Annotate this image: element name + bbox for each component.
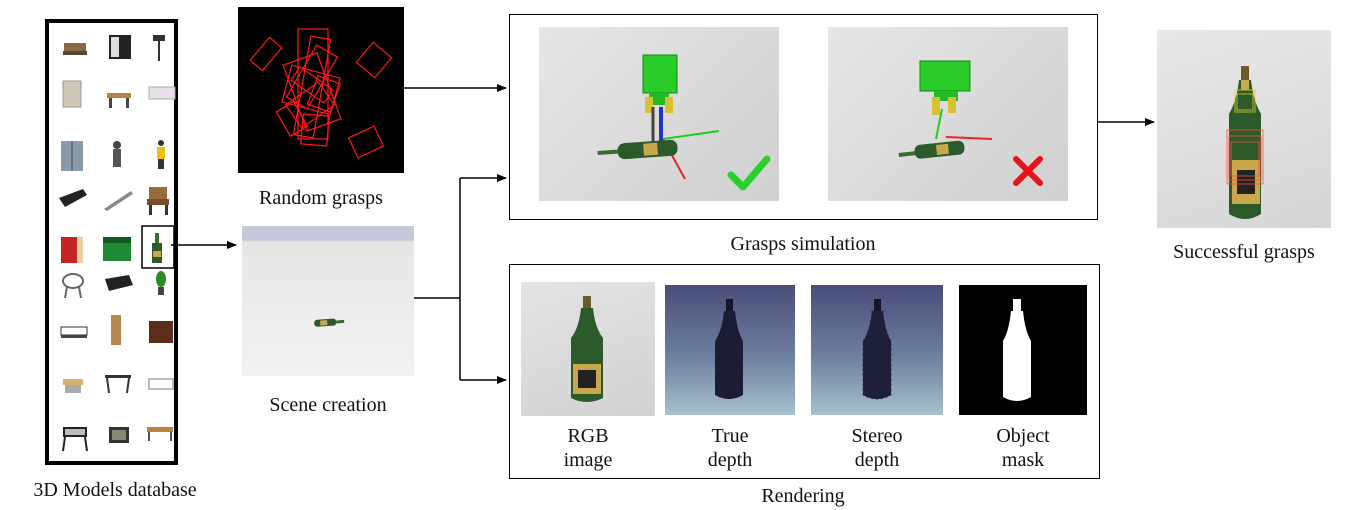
scene-bottle bbox=[314, 318, 345, 327]
rgb-image bbox=[521, 282, 655, 416]
object-mask-bottle bbox=[1003, 299, 1031, 401]
stereo-depth-caption-line2: depth bbox=[854, 449, 900, 471]
rgb-image-caption: RGB image bbox=[521, 424, 655, 472]
true-depth-image bbox=[665, 285, 795, 415]
grasps-simulation-panel bbox=[509, 14, 1098, 220]
model-speaker-thumb bbox=[105, 275, 133, 291]
random-grasp-boxes bbox=[249, 28, 393, 159]
model-bed-thumb bbox=[148, 86, 176, 100]
model-plant-thumb bbox=[156, 271, 166, 295]
object-mask-image bbox=[959, 285, 1087, 415]
model-frame-thumb bbox=[109, 427, 129, 443]
model-wardrobe-thumb bbox=[61, 141, 83, 171]
object-mask-caption-line2: mask bbox=[1001, 449, 1045, 471]
object-mask-caption: Object mask bbox=[959, 424, 1087, 472]
model-thumbnails bbox=[59, 35, 176, 452]
scene-creation-image bbox=[242, 226, 414, 376]
model-dresser-thumb bbox=[149, 321, 173, 343]
simulation-failure-image bbox=[828, 27, 1068, 201]
simulation-success-image bbox=[539, 27, 779, 201]
model-bench-thumb bbox=[60, 326, 88, 338]
model-lamp-thumb bbox=[153, 35, 165, 61]
stereo-depth-caption: Stereo depth bbox=[811, 424, 943, 472]
model-person-thumb bbox=[113, 141, 121, 167]
model-pillar-thumb bbox=[111, 315, 121, 345]
model-bottle-thumb bbox=[152, 233, 162, 263]
true-depth-bottle bbox=[715, 299, 743, 399]
rgb-bottle bbox=[571, 296, 603, 402]
cross-icon bbox=[1013, 156, 1043, 186]
true-depth-caption-line2: depth bbox=[707, 449, 753, 471]
random-grasps-caption: Random grasps bbox=[259, 187, 383, 209]
true-depth-caption: True depth bbox=[665, 424, 795, 472]
model-knife-thumb bbox=[104, 191, 133, 211]
model-low-table-thumb bbox=[147, 427, 173, 441]
successful-grasps-image bbox=[1157, 30, 1331, 228]
model-stool-thumb bbox=[63, 379, 83, 393]
model-tv-thumb bbox=[109, 35, 131, 59]
model-glass-table-thumb bbox=[148, 378, 174, 390]
random-grasps-image bbox=[238, 7, 404, 173]
model-cabinet-thumb bbox=[62, 80, 82, 108]
model-box-red-thumb bbox=[61, 237, 83, 263]
rgb-caption-line2: image bbox=[563, 449, 613, 471]
scene-creation-caption: Scene creation bbox=[269, 394, 387, 416]
model-chair-thumb bbox=[147, 187, 169, 215]
stereo-depth-image bbox=[811, 285, 943, 415]
stereo-depth-bottle bbox=[862, 299, 892, 400]
selected-model-highlight bbox=[141, 225, 175, 269]
object-mask-caption-line1: Object bbox=[996, 425, 1050, 447]
model-box-green-thumb bbox=[103, 237, 131, 261]
grasps-simulation-caption: Grasps simulation bbox=[730, 233, 876, 255]
model-figure-thumb bbox=[157, 140, 165, 169]
model-gun-thumb bbox=[59, 189, 87, 207]
failure-simulation-scene bbox=[898, 60, 993, 159]
true-depth-caption-line1: True bbox=[711, 425, 749, 447]
model-sofa-thumb bbox=[63, 43, 87, 55]
database-caption: 3D Models database bbox=[33, 479, 197, 501]
stereo-depth-caption-line1: Stereo bbox=[851, 425, 903, 447]
rendering-caption: Rendering bbox=[761, 485, 845, 507]
model-desk-thumb bbox=[107, 93, 131, 108]
successful-grasps-caption: Successful grasps bbox=[1173, 241, 1315, 263]
rendering-panel bbox=[509, 264, 1100, 479]
rgb-caption-line1: RGB bbox=[567, 425, 609, 447]
model-round-chair-thumb bbox=[62, 273, 84, 299]
gripper-body bbox=[642, 54, 678, 94]
successful-grasp-bottle bbox=[1226, 66, 1264, 219]
success-simulation-scene bbox=[597, 54, 720, 180]
check-icon bbox=[727, 155, 771, 191]
model-database-panel bbox=[45, 19, 178, 465]
model-rack-thumb bbox=[105, 375, 131, 394]
model-side-table-thumb bbox=[62, 427, 88, 452]
